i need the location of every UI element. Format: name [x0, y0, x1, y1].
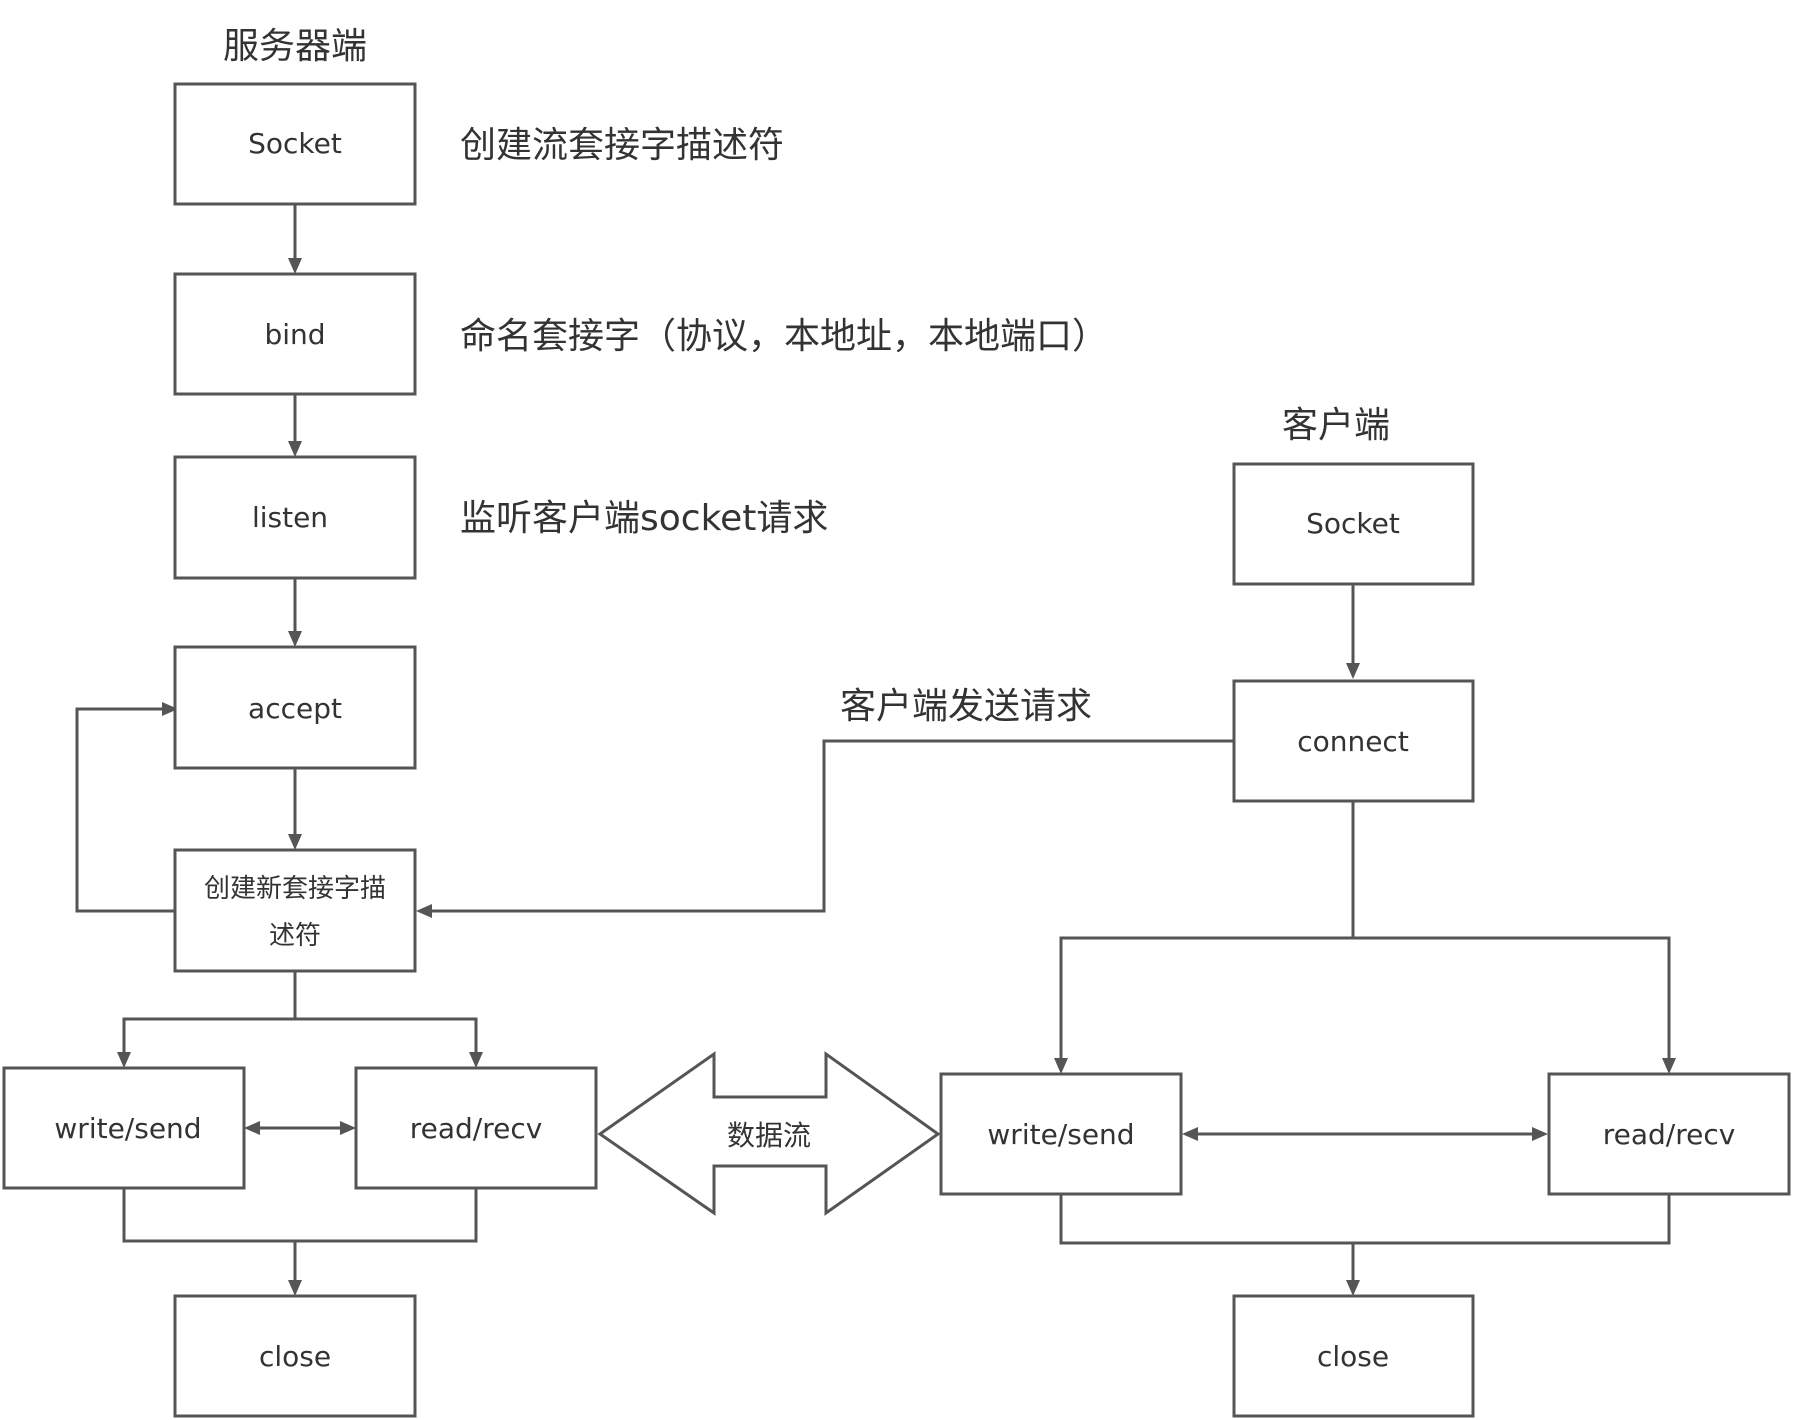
client-write-send-box: write/send: [939, 1072, 1183, 1196]
client-socket-box: Socket: [1232, 462, 1475, 586]
server-accept-label: accept: [248, 692, 342, 725]
server-read-recv-box: read/recv: [354, 1066, 598, 1190]
client-close-label: close: [1317, 1340, 1389, 1373]
connectors: [75, 204, 1676, 1296]
client-connect-label: connect: [1297, 725, 1409, 758]
server-close-label: close: [259, 1340, 331, 1373]
data-flow-arrow: 数据流: [597, 1051, 941, 1216]
server-write-send-label: write/send: [54, 1112, 201, 1145]
client-socket-label: Socket: [1306, 507, 1400, 540]
server-new-socket-label-line1: 创建新套接字描: [204, 874, 386, 904]
server-close-box: close: [173, 1294, 417, 1418]
socket-description: 创建流套接字描述符: [460, 125, 784, 166]
client-connect-box: connect: [1232, 679, 1475, 803]
server-listen-box: listen: [173, 455, 417, 580]
client-read-recv-label: read/recv: [1603, 1118, 1736, 1151]
data-flow-label: 数据流: [727, 1119, 811, 1152]
client-heading: 客户端: [1282, 405, 1390, 446]
server-new-socket-box: 创建新套接字描 述符: [173, 848, 417, 973]
client-write-send-label: write/send: [987, 1118, 1134, 1151]
listen-description: 监听客户端socket请求: [460, 498, 828, 539]
server-bind-box: bind: [173, 272, 417, 396]
server-heading: 服务器端: [223, 26, 367, 67]
client-close-box: close: [1232, 1294, 1475, 1418]
server-read-recv-label: read/recv: [410, 1112, 543, 1145]
server-socket-box: Socket: [173, 82, 417, 206]
bind-description: 命名套接字（协议，本地址，本地端口）: [460, 316, 1108, 357]
server-bind-label: bind: [264, 318, 325, 351]
client-read-recv-box: read/recv: [1547, 1072, 1791, 1196]
server-socket-label: Socket: [248, 127, 342, 160]
request-description: 客户端发送请求: [840, 686, 1092, 727]
server-accept-box: accept: [173, 645, 417, 770]
server-new-socket-label-line2: 述符: [269, 921, 321, 951]
server-listen-label: listen: [252, 501, 328, 534]
server-write-send-box: write/send: [2, 1066, 246, 1190]
